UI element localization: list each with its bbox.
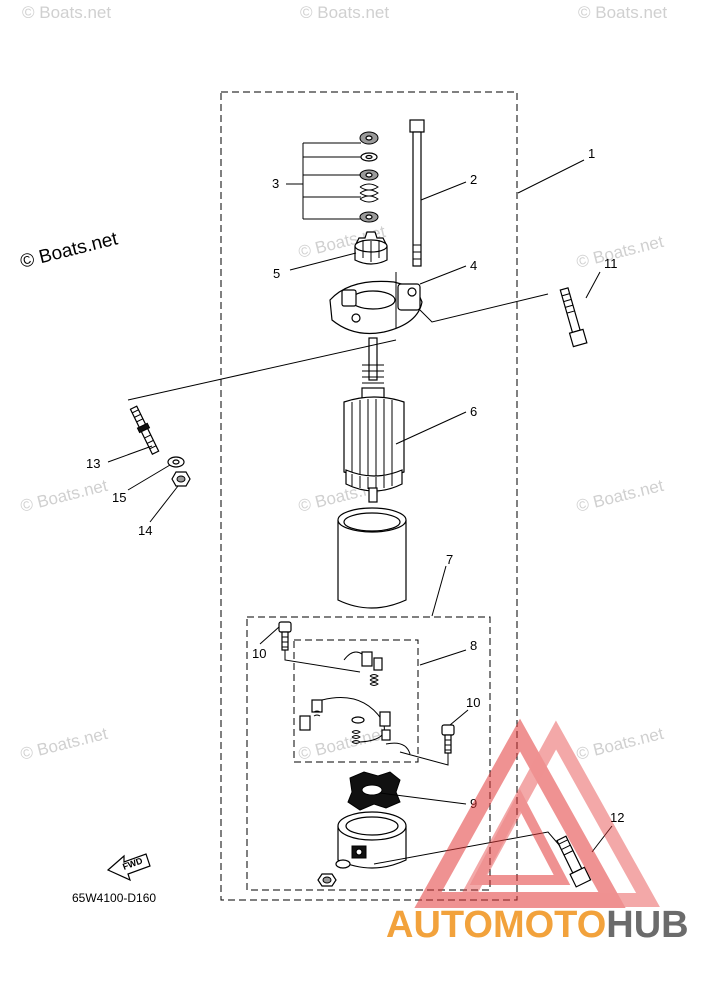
front-bracket [329,272,423,335]
callout-13: 13 [86,456,100,471]
callout-14: 14 [138,523,152,538]
armature [343,337,405,503]
yoke-housing [337,507,407,609]
bolt-12-leader-line [373,831,561,865]
automotohub-logo: AUTOMOTOHUB [386,718,689,946]
pinion-gear [354,231,388,265]
callout-leaders [107,159,613,853]
screw-10-right [441,724,455,754]
watermark: © Boats.net [574,724,665,764]
spring-washer-set [359,131,379,223]
watermark: © Boats.net [574,232,665,272]
diagram-code: 65W4100-D160 [72,891,156,905]
callout-12: 12 [610,810,624,825]
callout-4: 4 [470,258,477,273]
logo-triangle-mark [414,718,660,908]
callout-6: 6 [470,404,477,419]
rear-cover-washer [335,859,351,869]
watermark: © Boats.net [18,476,109,516]
mounting-bolt [559,287,588,348]
callout-10-right: 10 [466,695,480,710]
end-cover-group-boundary [246,616,491,891]
rear-cover-nut [317,873,337,887]
callout-1: 1 [588,146,595,161]
stud-washer [167,456,185,468]
watermark: © Boats.net [300,3,389,22]
screw-10-left [278,621,292,651]
copyright-notice: © Boats.net [18,228,120,273]
stud-bolt [129,405,160,456]
callout-3-bracket [286,142,361,220]
callout-5: 5 [273,266,280,281]
callout-10-left: 10 [252,646,266,661]
callout-2: 2 [470,172,477,187]
watermark: © Boats.net [22,3,111,22]
watermark: © Boats.net [574,476,665,516]
fwd-arrow-icon: FWD [106,853,151,882]
screw-10-left-leader [284,650,361,673]
watermark: © Boats.net [578,3,667,22]
brush-holder-assembly [299,651,411,755]
watermark-layer: © Boats.net © Boats.net © Boats.net © Bo… [18,3,667,764]
callout-7: 7 [446,552,453,567]
brush-holder-group-boundary [293,639,419,763]
callout-15: 15 [112,490,126,505]
brush-plate [347,771,401,811]
bolt-11-leader-line [419,293,549,323]
callout-8: 8 [470,638,477,653]
long-bolt-12 [556,835,592,888]
stud-nut [171,471,191,487]
stud-leader-line [127,339,397,401]
through-bolt [409,119,425,267]
callout-11: 11 [604,256,618,271]
callout-3: 3 [272,176,279,191]
watermark: © Boats.net [18,724,109,764]
screw-10-right-leader [399,751,449,766]
logo-text-auto: AUTOMOTOHUB [386,904,689,946]
rear-end-cover [337,811,407,869]
